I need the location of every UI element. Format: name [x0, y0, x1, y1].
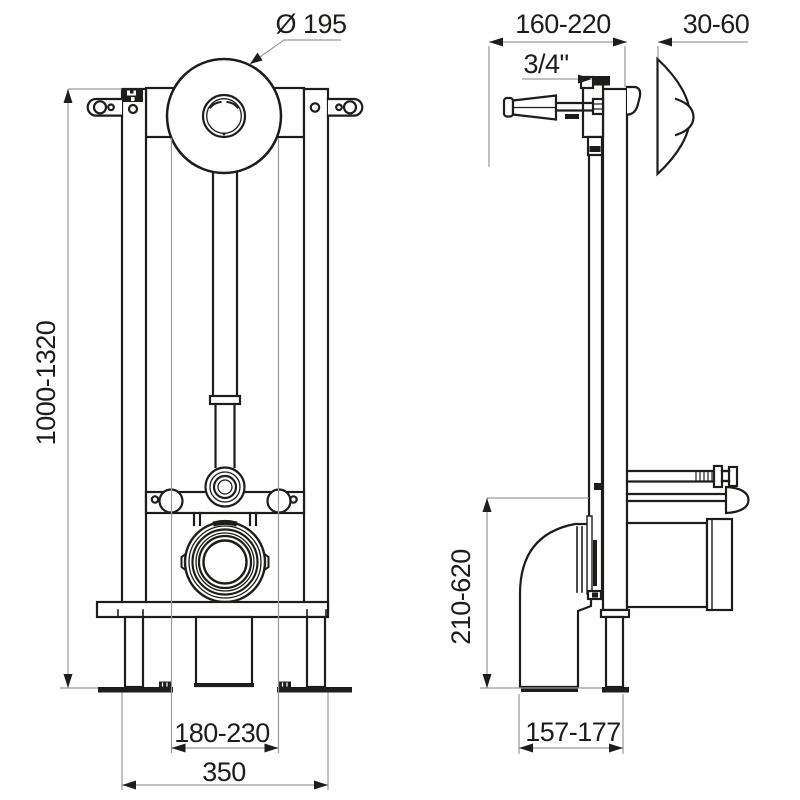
side-base-plate: [602, 687, 629, 693]
button-notch: [222, 132, 226, 136]
left-rail: [120, 87, 148, 612]
label-fixing-centres: 180-230: [174, 718, 270, 748]
right-rail-hole: [309, 102, 321, 113]
flush-plate-side-profile: [656, 56, 695, 177]
dimension-labels: Ø 195 160-220 30-60 3/4" 1000-1320 210-6…: [31, 9, 750, 787]
flush-pipe: [208, 171, 242, 469]
label-flush-plate-diameter: Ø 195: [275, 9, 346, 39]
flush-plate: [165, 57, 283, 175]
valve-clip: [589, 146, 601, 152]
side-leg: [604, 615, 625, 689]
connector-support-strips: [192, 511, 258, 527]
side-view: [502, 56, 750, 693]
flush-pipe-connector: [204, 466, 246, 508]
outlet-template: [194, 615, 254, 688]
front-view: [86, 57, 364, 693]
label-frame-height: 1000-1320: [31, 321, 61, 446]
right-mounting-ear: [326, 97, 364, 117]
stop-valve: [502, 94, 605, 121]
base-plates: [98, 681, 352, 693]
flush-button: [201, 93, 247, 139]
dimension-annotations: Ø 195 160-220 30-60 3/4" 1000-1320 210-6…: [31, 9, 750, 790]
pan-fixing-rods: [625, 464, 750, 515]
label-base-width: 350: [202, 757, 246, 787]
wall-bracket-clamp: [123, 88, 143, 102]
left-guide-pin: [150, 495, 160, 504]
waste-outlet-connector: [180, 519, 270, 604]
label-wall-to-handle-depth: 160-220: [515, 9, 611, 39]
lower-crossbar: [95, 600, 330, 619]
waste-elbow: [518, 522, 593, 689]
outlet-connector-hardware: [576, 483, 603, 601]
left-leg: [123, 615, 145, 689]
label-outlet-height: 210-620: [446, 549, 476, 645]
side-rail: [601, 87, 629, 612]
waste-outlet-pipe: [625, 517, 734, 612]
dimension-lines: [60, 39, 748, 790]
water-inlet-connection: [593, 76, 610, 86]
right-rail: [302, 87, 330, 612]
left-rail-hole: [127, 103, 139, 115]
button-arc-right: [226, 100, 239, 109]
label-panel-thickness: 30-60: [683, 9, 750, 39]
left-mounting-ear: [86, 97, 124, 117]
dome-nut: [724, 485, 750, 515]
elbow-base: [521, 687, 578, 692]
right-leg: [305, 615, 327, 689]
label-water-inlet: 3/4": [523, 49, 568, 79]
dimension-arrows: [63, 37, 672, 790]
button-arc-left: [209, 100, 222, 109]
leg-sockets: [117, 609, 327, 618]
right-guide-pin: [289, 495, 298, 504]
rail-hook-bracket: [625, 85, 642, 116]
label-base-depth: 157-177: [525, 717, 621, 747]
